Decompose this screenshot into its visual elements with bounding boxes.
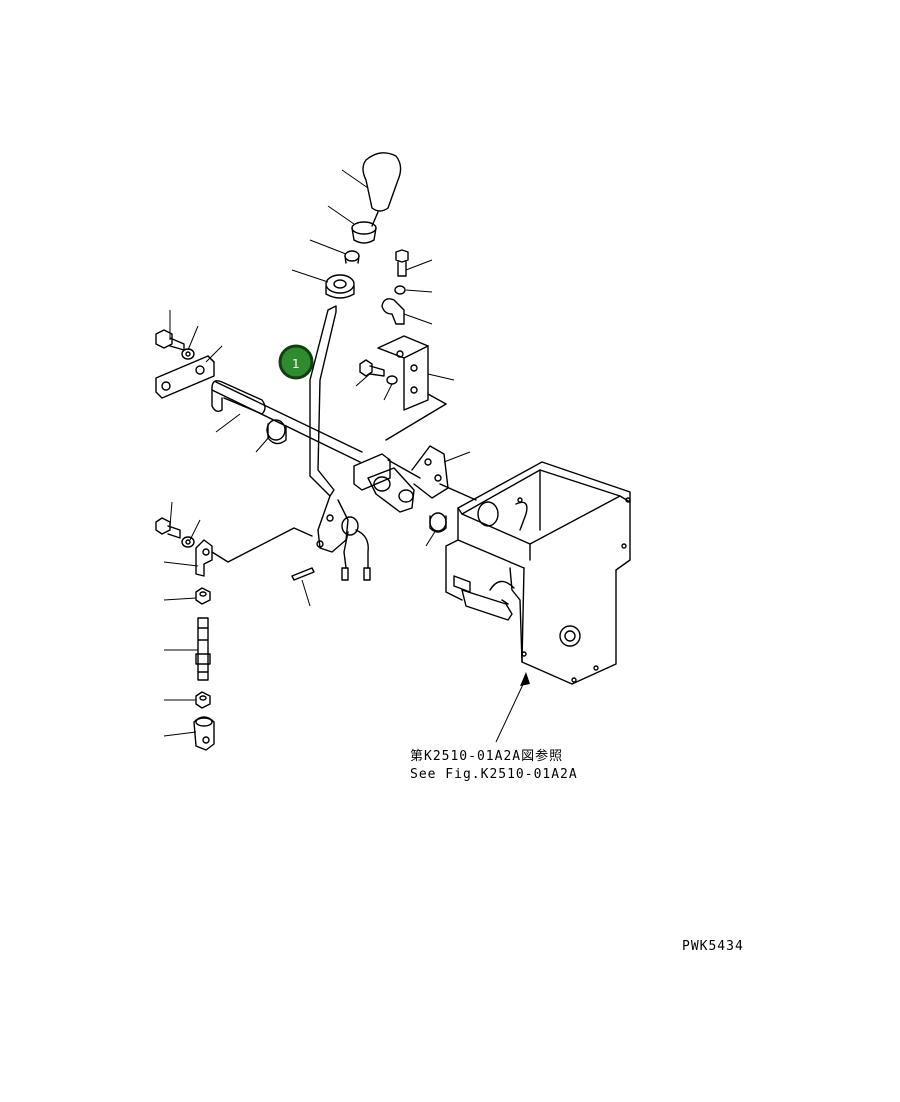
- nut-upper: [195, 587, 211, 605]
- bushing-left: [266, 419, 287, 445]
- bolt-lower-left: [155, 517, 181, 539]
- reference-note-jp: 第K2510-01A2A図参照: [410, 748, 563, 764]
- bolt-mid-right: [359, 359, 385, 377]
- bracket-plate: [155, 355, 215, 399]
- lever-bracket: [353, 445, 477, 513]
- reference-note-en: See Fig.K2510-01A2A: [410, 767, 578, 782]
- rod-end-upper: [195, 527, 313, 577]
- washer-mid-right: [386, 375, 398, 385]
- bolt-upper-left: [155, 329, 185, 351]
- washer-upper-left: [181, 348, 195, 360]
- leader-lines: [163, 169, 530, 743]
- lock-nut: [344, 250, 360, 264]
- cable-clip: [381, 298, 405, 325]
- spring-pin: [291, 567, 315, 581]
- drawing-code: PWK5434: [682, 939, 744, 954]
- rod-end-lower: [193, 716, 215, 751]
- shift-lever: [309, 305, 371, 581]
- washer-lower-left: [181, 536, 195, 548]
- bolt-upper-right: [395, 249, 409, 277]
- bushing-right: [429, 512, 447, 533]
- nut-lower: [195, 691, 211, 709]
- housing-frame: [445, 461, 631, 685]
- knob-nut: [351, 221, 377, 244]
- boot-seat: [325, 274, 355, 299]
- callout-number: 1: [292, 357, 300, 371]
- lever-knob: [362, 152, 402, 227]
- washer-upper-right: [394, 285, 406, 295]
- support-bracket: [377, 335, 447, 441]
- callout-badge[interactable]: 1: [278, 344, 314, 380]
- pivot-shaft: [211, 380, 363, 463]
- threaded-stud: [195, 617, 211, 681]
